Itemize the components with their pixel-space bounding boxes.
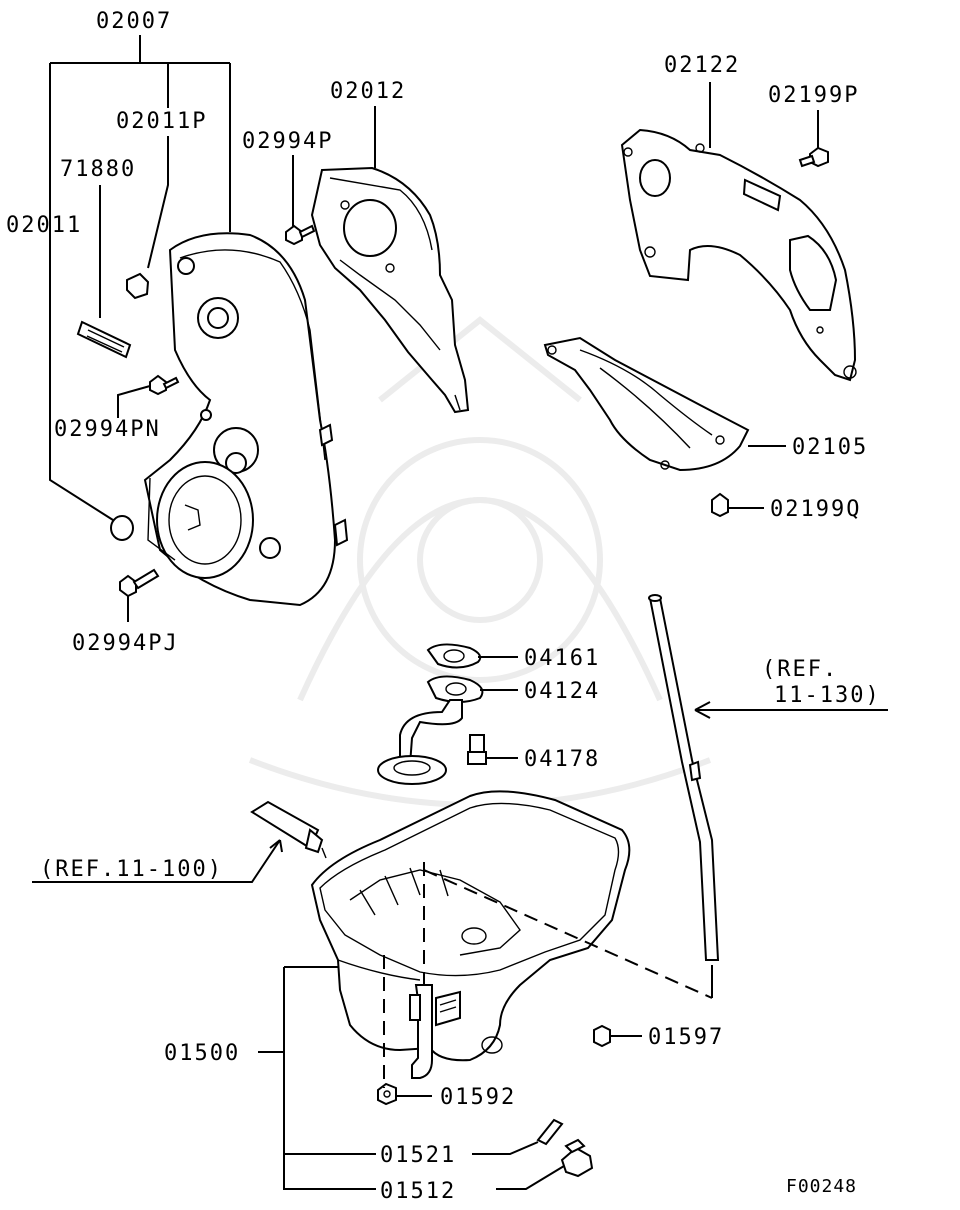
label-01597[interactable]: 01597 (648, 1025, 724, 1050)
label-02994PN[interactable]: 02994PN (54, 417, 161, 442)
label-04178[interactable]: 04178 (524, 747, 600, 772)
bolt-02994P[interactable] (285, 224, 316, 246)
label-02105[interactable]: 02105 (792, 435, 868, 460)
label-71880[interactable]: 71880 (60, 157, 136, 182)
sealant-tube[interactable] (250, 800, 327, 859)
label-plate-71880[interactable] (76, 320, 132, 359)
label-01521[interactable]: 01521 (380, 1143, 456, 1168)
plug-02011[interactable] (110, 515, 134, 541)
bolt-02994PJ[interactable] (119, 568, 160, 598)
drain-plug-01512[interactable] (560, 1138, 594, 1178)
label-02011[interactable]: 02011 (6, 213, 82, 238)
label-02994P[interactable]: 02994P (242, 129, 333, 154)
label-02011P[interactable]: 02011P (116, 109, 207, 134)
strainer-04124[interactable] (377, 675, 484, 785)
label-02007[interactable]: 02007 (96, 9, 172, 34)
bolt-01597[interactable] (593, 1024, 611, 1048)
gasket-04161[interactable] (426, 643, 482, 669)
bolt-02994PN[interactable] (149, 374, 180, 396)
label-ref-11-130-line2[interactable]: 11-130) (774, 683, 881, 708)
timing-cover-lower-02012[interactable] (310, 166, 470, 414)
label-04124[interactable]: 04124 (524, 679, 600, 704)
nut-01592[interactable] (377, 1082, 397, 1106)
label-02122[interactable]: 02122 (664, 53, 740, 78)
label-02199Q[interactable]: 02199Q (770, 497, 861, 522)
assembly-dash-lines (383, 862, 713, 1088)
timing-back-plate-02122[interactable] (620, 128, 857, 382)
bolt-02199Q[interactable] (711, 492, 729, 518)
dipstick-tube[interactable] (648, 594, 720, 961)
label-04161[interactable]: 04161 (524, 646, 600, 671)
baffle-plate-02105[interactable] (543, 336, 750, 472)
part-labels: 02007 02011P 71880 02011 02012 02994P 02… (6, 9, 881, 1204)
diagram-id: F00248 (786, 1176, 857, 1197)
label-01512[interactable]: 01512 (380, 1179, 456, 1204)
label-02012[interactable]: 02012 (330, 79, 406, 104)
gasket-01521[interactable] (536, 1118, 564, 1146)
oil-pan-01500[interactable] (310, 790, 631, 1079)
bolt-04178[interactable] (467, 734, 487, 765)
cap-02011P[interactable] (126, 272, 150, 300)
bolt-02199P[interactable] (798, 146, 829, 168)
label-02994PJ[interactable]: 02994PJ (72, 631, 179, 656)
label-ref-11-130-line1[interactable]: (REF. (762, 657, 838, 682)
label-ref-11-100[interactable]: (REF.11-100) (40, 857, 223, 882)
timing-cover-upper[interactable] (143, 232, 349, 607)
label-02199P[interactable]: 02199P (768, 83, 859, 108)
leader-lines (32, 35, 888, 1190)
label-01500[interactable]: 01500 (164, 1041, 240, 1066)
label-01592[interactable]: 01592 (440, 1085, 516, 1110)
